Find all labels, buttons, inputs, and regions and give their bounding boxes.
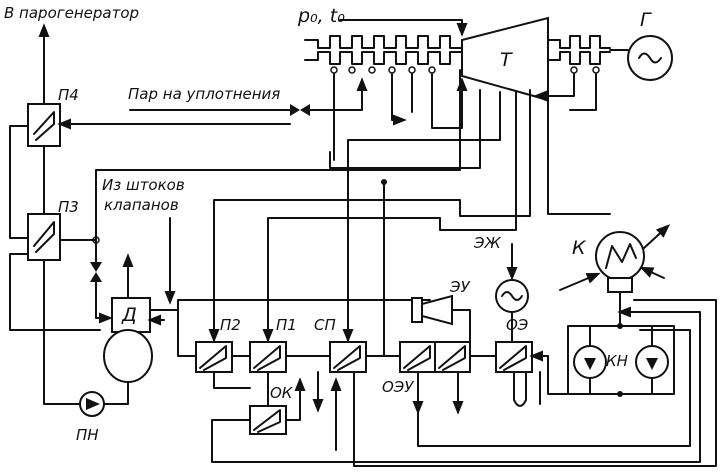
water-jet-ejector-label: ЭЖ [473,234,501,252]
turbine: Т [461,16,549,102]
drain-cooler-label: ОК [270,384,294,402]
seal-steam-label: Пар на уплотнения [128,85,280,103]
ejector-cooler: ОЭУ [382,341,471,396]
generator-label: Г [640,9,652,31]
deaerator: Д [103,297,153,383]
ejector-cooler-oe-label: ОЭ [506,316,529,334]
deaerator-label: Д [121,304,137,326]
heater-p2: П2 [195,316,241,373]
from-valve-stems-label-1: Из штоков [102,176,185,194]
condensate-pump-label: КН [606,352,628,370]
ejector-cooler-label: ОЭУ [382,378,414,396]
feed-pump: ПН [76,391,105,444]
seal-heater-label: СП [314,316,336,334]
heater-p1: П1 [249,316,297,373]
turbine-shaft [304,35,629,65]
feed-pump-label: ПН [76,426,99,444]
seal-heater: СП [314,316,367,373]
heater-p1-label: П1 [276,316,297,334]
condensate-pumps: КН [573,345,669,379]
heater-p4-label: П4 [58,86,79,104]
ejector-unit: ЭУ [411,278,470,326]
water-jet-ejector: ЭЖ [473,234,529,313]
heater-p2-label: П2 [220,316,241,334]
heater-p3-label: П3 [58,198,79,216]
drain-cooler: ОК [249,384,294,435]
condenser-label: К [572,237,587,259]
turbine-label: Т [500,49,513,71]
seal-taps [330,66,600,74]
condenser: К [572,231,645,293]
to-steam-generator-label: В парогенератор [4,4,139,22]
ejector-cooler-oe: ОЭ [495,316,533,373]
initial-params-label: p₀, t₀ [297,5,345,27]
from-valve-stems-label-2: клапанов [104,196,179,214]
heater-p3: П3 [27,198,79,261]
heater-p4: П4 [27,86,79,147]
ejector-unit-label: ЭУ [449,278,470,296]
generator: Г [627,9,673,81]
